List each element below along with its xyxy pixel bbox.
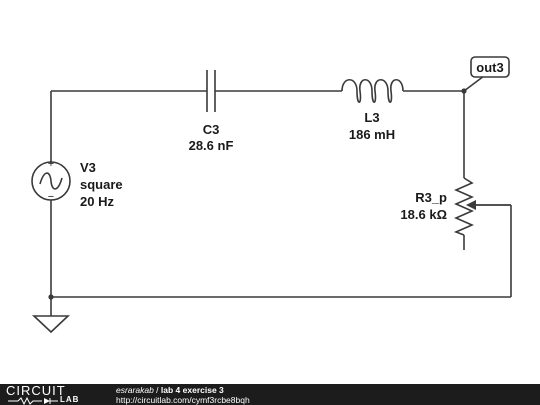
circuitlab-logo[interactable]: CIRCUIT LAB: [6, 383, 102, 405]
logo-sub: LAB: [60, 395, 80, 404]
voltage-source-v3[interactable]: + −: [31, 158, 71, 203]
resistor-wave-icon: [8, 397, 58, 405]
inductor-l3[interactable]: [341, 78, 404, 104]
schematic-canvas: + − out3 C3 28.6 nF L3 186 mH V3 square …: [31, 56, 512, 334]
output-label-out3[interactable]: out3: [463, 56, 510, 92]
source-type-label: square: [80, 177, 123, 192]
wires: [50, 90, 512, 316]
capacitor-name-label: C3: [203, 122, 220, 137]
circuit-title: lab 4 exercise 3: [160, 385, 224, 395]
pot-name-label: R3_p: [415, 190, 447, 205]
source-name-label: V3: [80, 160, 96, 175]
potentiometer-r3p[interactable]: [453, 177, 511, 236]
output-label-text: out3: [476, 60, 503, 75]
wiper-arrow: [466, 200, 476, 210]
capacitor-c3[interactable]: [206, 70, 216, 112]
junction-dot-ground: [48, 294, 54, 300]
inductor-value-label: 186 mH: [349, 127, 395, 142]
pot-value-label: 18.6 kΩ: [400, 207, 447, 222]
svg-text:−: −: [48, 191, 54, 203]
source-freq-label: 20 Hz: [80, 194, 114, 209]
logo-word: CIRCUIT: [6, 383, 66, 398]
ground-icon: [31, 315, 71, 334]
circuit-url[interactable]: http://circuitlab.com/cymf3rcbe8bqh: [116, 395, 250, 405]
footer-bar: CIRCUIT LAB esrarakab / lab 4 exercise 3…: [0, 384, 540, 405]
footer-credit: esrarakab / lab 4 exercise 3: [116, 385, 224, 395]
author-link[interactable]: esrarakab: [116, 385, 154, 395]
footer-separator: /: [153, 385, 161, 395]
inductor-name-label: L3: [364, 110, 379, 125]
svg-text:+: +: [48, 158, 54, 170]
capacitor-value-label: 28.6 nF: [189, 138, 234, 153]
